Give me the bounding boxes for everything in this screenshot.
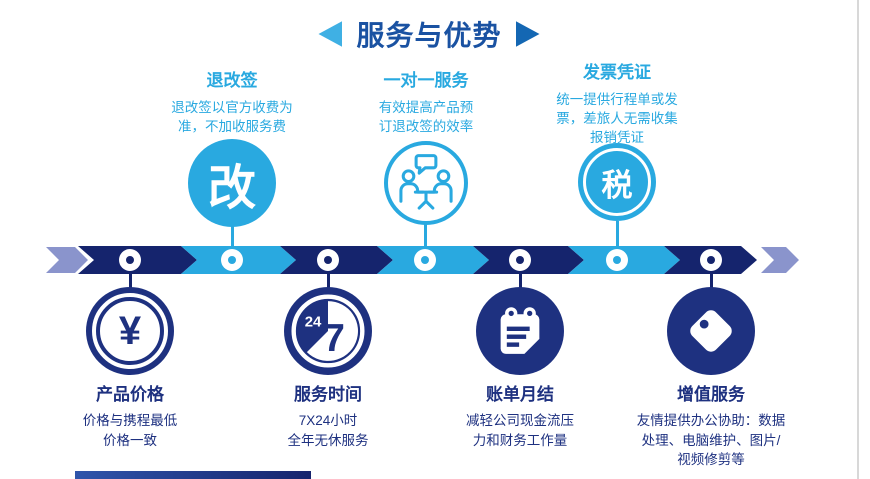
feature-monthly-billing-description: 减轻公司现金流压 力和财务工作量 [466, 413, 574, 448]
feature-one-on-one: 一对一服务 有效提高产品预 订退改签的效率 [341, 66, 511, 136]
feature-one-on-one-description: 有效提高产品预 订退改签的效率 [378, 100, 474, 134]
feature-invoice-description: 统一提供行程单或发 票，差旅人无需收集 报销凭证 [556, 92, 678, 145]
feature-invoice-title: 发票凭证 [583, 63, 651, 82]
feature-product-price-description: 价格与携程最低 价格一致 [82, 413, 178, 448]
connector-down-3 [519, 260, 522, 289]
yuan-glyph: ¥ [96, 297, 164, 365]
tax-badge-glyph: 税 [601, 167, 633, 203]
connector-up-2 [424, 221, 427, 261]
timeline-end-chevron [761, 247, 799, 273]
timeline-node-3 [317, 249, 339, 271]
connector-up-3 [616, 221, 619, 261]
timeline-node-4 [414, 249, 436, 271]
connector-down-1 [129, 260, 132, 289]
monthly-billing-icon [476, 287, 564, 375]
service-hours-247-icon: 24 7 [284, 287, 372, 375]
feature-rebooking-description: 退改签以官方收费为 准，不加收服务费 [171, 100, 293, 134]
right-edge-divider [857, 0, 859, 479]
timeline-node-7 [700, 249, 722, 271]
rebooking-badge-icon: 改 [188, 139, 276, 227]
value-added-service-icon [667, 287, 755, 375]
feature-service-hours-description: 7X24小时 全年无休服务 [287, 413, 369, 448]
calendar-bill-icon [476, 287, 564, 375]
feature-invoice: 发票凭证 统一提供行程单或发 票，差旅人无需收集 报销凭证 [532, 58, 702, 147]
timeline-node-6 [606, 249, 628, 271]
timeline-node-2 [221, 249, 243, 271]
feature-value-added: 增值服务 友情提供办公协助：数据 处理、电脑维护、图片/ 视频修剪等 [620, 380, 802, 470]
feature-service-hours-title: 服务时间 [294, 385, 362, 404]
connector-down-2 [327, 260, 330, 289]
feature-rebooking-title: 退改签 [206, 71, 258, 90]
feature-product-price: 产品价格 价格与携程最低 价格一致 [52, 380, 208, 450]
timeline-start-chevron [46, 247, 88, 273]
connector-down-4 [710, 260, 713, 289]
feature-value-added-title: 增值服务 [677, 385, 745, 404]
feature-rebooking: 退改签 退改签以官方收费为 准，不加收服务费 [147, 66, 317, 136]
feature-monthly-billing: 账单月结 减轻公司现金流压 力和财务工作量 [442, 380, 598, 450]
timeline-node-5 [509, 249, 531, 271]
meeting-people-icon [399, 154, 453, 210]
title-left-triangle-icon [318, 21, 343, 47]
clock-247-icon: 24 7 [284, 287, 372, 375]
feature-product-price-title: 产品价格 [96, 385, 164, 404]
label-24: 24 [305, 314, 322, 331]
title-right-triangle-icon [515, 21, 540, 47]
feature-monthly-billing-title: 账单月结 [486, 385, 554, 404]
page-title-banner: 服务与优势 [0, 14, 858, 54]
one-on-one-meeting-icon [384, 141, 468, 225]
footer-accent-bar [75, 471, 311, 479]
feature-value-added-description: 友情提供办公协助：数据 处理、电脑维护、图片/ 视频修剪等 [636, 413, 786, 467]
connector-up-1 [231, 221, 234, 261]
price-tag-icon [667, 287, 755, 375]
tax-badge-inner-ring: 税 [583, 148, 651, 216]
feature-one-on-one-title: 一对一服务 [383, 71, 469, 90]
yuan-price-icon: ¥ [86, 287, 174, 375]
page-title: 服务与优势 [356, 20, 502, 51]
tax-badge-icon: 税 [578, 143, 656, 221]
feature-service-hours: 服务时间 7X24小时 全年无休服务 [250, 380, 406, 450]
rebooking-badge-glyph: 改 [207, 162, 256, 215]
label-7: 7 [323, 317, 345, 360]
timeline-node-1 [119, 249, 141, 271]
